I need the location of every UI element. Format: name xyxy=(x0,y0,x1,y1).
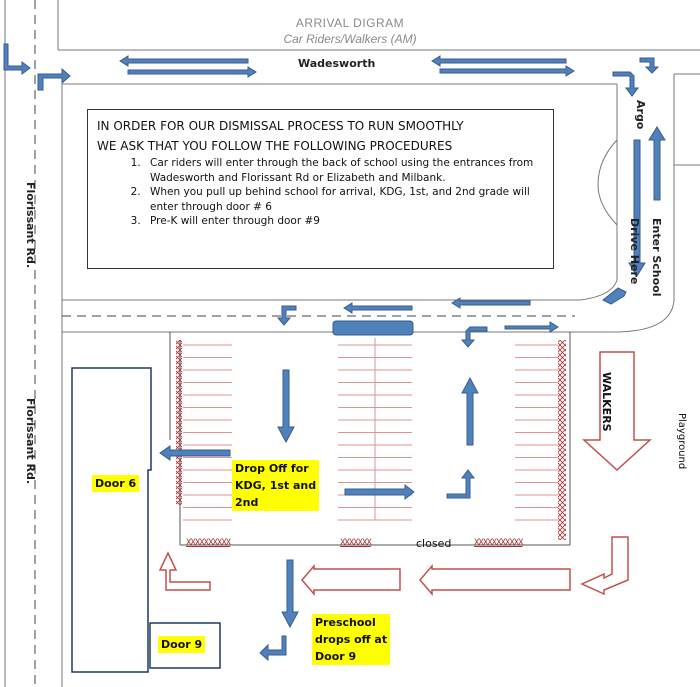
barrier-right: XXXXXXXXXXX xyxy=(474,538,524,548)
drive-here-label: Drive Here xyxy=(628,218,641,285)
instruction-item: Car riders will enter through the back o… xyxy=(144,156,554,185)
walker-route-arrows xyxy=(158,351,652,597)
barrier-left-vertical xyxy=(176,340,182,505)
median-bar xyxy=(332,320,414,336)
street-wadesworth: Wadesworth xyxy=(298,57,376,70)
lane-dashes xyxy=(34,0,575,687)
instructions-list: Car riders will enter through the back o… xyxy=(126,156,554,229)
playground-label: Playground xyxy=(676,413,687,470)
street-florissant-upper: Florissant Rd. xyxy=(24,182,37,268)
preschool-label: Preschool drops off at Door 9 xyxy=(312,614,391,665)
barrier-left: XXXXXXXXXX xyxy=(186,538,231,548)
drop-off-label: Drop Off for KDG, 1st and 2nd xyxy=(232,460,320,511)
walkers-label: WALKERS xyxy=(600,372,613,432)
parking-stripes xyxy=(183,338,558,521)
closed-label: closed xyxy=(416,537,452,550)
instruction-item: When you pull up behind school for arriv… xyxy=(144,185,554,214)
instruction-item: Pre-K will enter through door #9 xyxy=(144,214,554,229)
instructions-box: IN ORDER FOR OUR DISMISSAL PROCESS TO RU… xyxy=(87,109,554,269)
door-9-label: Door 9 xyxy=(158,636,206,653)
parking-lot xyxy=(169,332,571,546)
barrier-right-vertical xyxy=(558,340,566,540)
enter-school-label: Enter School xyxy=(650,218,663,297)
instructions-heading: IN ORDER FOR OUR DISMISSAL PROCESS TO RU… xyxy=(97,119,464,153)
diagram-title: ARRIVAL DIGRAM xyxy=(295,16,405,30)
road-outlines xyxy=(4,0,700,687)
barrier-middle: XXXXXXX xyxy=(340,538,372,548)
street-argo: Argo xyxy=(634,100,647,130)
diagram-subtitle: Car Riders/Walkers (AM) xyxy=(283,32,417,46)
door-6-label: Door 6 xyxy=(92,475,140,492)
street-florissant-lower: Florissant Rd. xyxy=(24,398,37,484)
